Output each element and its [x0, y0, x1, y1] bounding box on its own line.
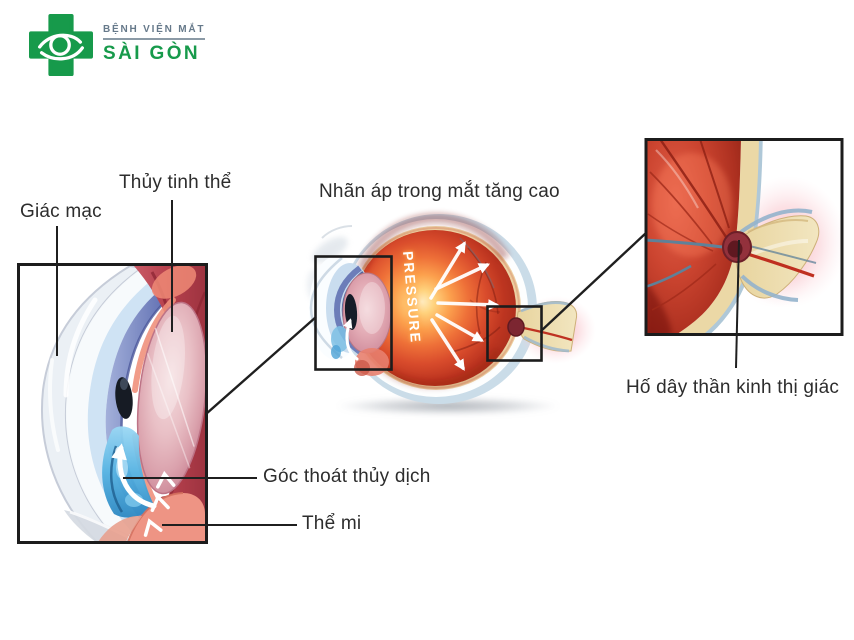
anterior-view-frame	[17, 263, 208, 544]
lens-shape	[136, 301, 205, 495]
logo-hospital-name: SÀI GÒN	[103, 43, 201, 64]
optic-cup-pointer-line	[735, 239, 740, 369]
label-lens: Thủy tinh thể	[119, 172, 232, 193]
zoom-box-optic-nerve	[486, 305, 543, 362]
eye-shadow	[336, 397, 560, 415]
label-drainage-angle: Góc thoát thủy dịch	[263, 466, 431, 487]
optic-nerve-detail-shape	[735, 215, 820, 299]
diagram-title: Nhãn áp trong mắt tăng cao	[319, 181, 560, 202]
logo-hospital-type: BỆNH VIỆN MẮT	[103, 24, 206, 40]
eye-cross-icon	[29, 13, 93, 77]
zoom-box-anterior	[314, 255, 393, 371]
optic-nerve-view	[644, 138, 844, 336]
connector-lines	[56, 200, 740, 526]
zoom-connector-left	[205, 316, 317, 415]
label-cornea: Giác mạc	[20, 201, 102, 222]
aqueous-flow-arrows	[111, 443, 176, 537]
optic-nerve-view-frame	[644, 138, 844, 336]
whole-eye-view	[307, 213, 596, 415]
retinal-vessels-detail	[647, 140, 731, 311]
logo-text: BỆNH VIỆN MẮT SÀI GÒN	[103, 24, 206, 65]
zoom-connector-right	[540, 232, 647, 332]
label-ciliary-body: Thể mi	[302, 513, 362, 534]
pupil-shape	[115, 377, 133, 419]
label-optic-cup: Hố dây thần kinh thị giác	[626, 377, 840, 398]
hospital-logo: BỆNH VIỆN MẮT SÀI GÒN	[28, 13, 206, 77]
anterior-segment-view	[17, 263, 208, 544]
pressure-arrows	[429, 241, 500, 371]
